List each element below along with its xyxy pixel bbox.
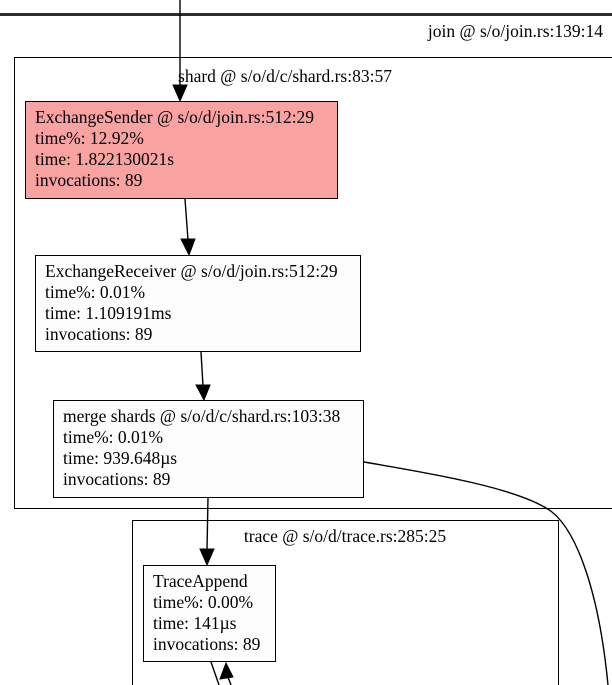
- node-time-pct: time%: 0.01%: [45, 282, 146, 302]
- node-invocations: invocations: 89: [35, 170, 143, 190]
- node-title: ExchangeReceiver @ s/o/d/join.rs:512:29: [45, 261, 338, 281]
- cluster-label-join: join @ s/o/join.rs:139:14: [427, 21, 603, 41]
- node-time-pct: time%: 0.00%: [153, 592, 254, 612]
- node-exchange-receiver: ExchangeReceiver @ s/o/d/join.rs:512:29 …: [35, 255, 361, 352]
- node-invocations: invocations: 89: [45, 324, 153, 344]
- node-trace-append: TraceAppend time%: 0.00% time: 141µs inv…: [143, 565, 276, 662]
- node-time: time: 141µs: [153, 613, 237, 633]
- node-exchange-sender: ExchangeSender @ s/o/d/join.rs:512:29 ti…: [25, 101, 338, 199]
- node-title: ExchangeSender @ s/o/d/join.rs:512:29: [35, 107, 315, 127]
- node-time-pct: time%: 0.01%: [63, 427, 164, 447]
- node-time-pct: time%: 12.92%: [35, 128, 144, 148]
- node-invocations: invocations: 89: [153, 634, 261, 654]
- node-time: time: 939.648µs: [63, 448, 178, 468]
- node-time: time: 1.109191ms: [45, 303, 172, 323]
- node-time: time: 1.822130021s: [35, 149, 175, 169]
- node-invocations: invocations: 89: [63, 469, 171, 489]
- cluster-label-trace: trace @ s/o/d/trace.rs:285:25: [243, 526, 447, 546]
- cluster-label-shard: shard @ s/o/d/c/shard.rs:83:57: [178, 66, 392, 86]
- outer-cluster-top-border: [0, 13, 612, 16]
- node-title: merge shards @ s/o/d/c/shard.rs:103:38: [63, 406, 341, 426]
- node-title: TraceAppend: [153, 571, 248, 591]
- node-merge-shards: merge shards @ s/o/d/c/shard.rs:103:38 t…: [53, 400, 364, 498]
- cluster-shard: [14, 57, 612, 509]
